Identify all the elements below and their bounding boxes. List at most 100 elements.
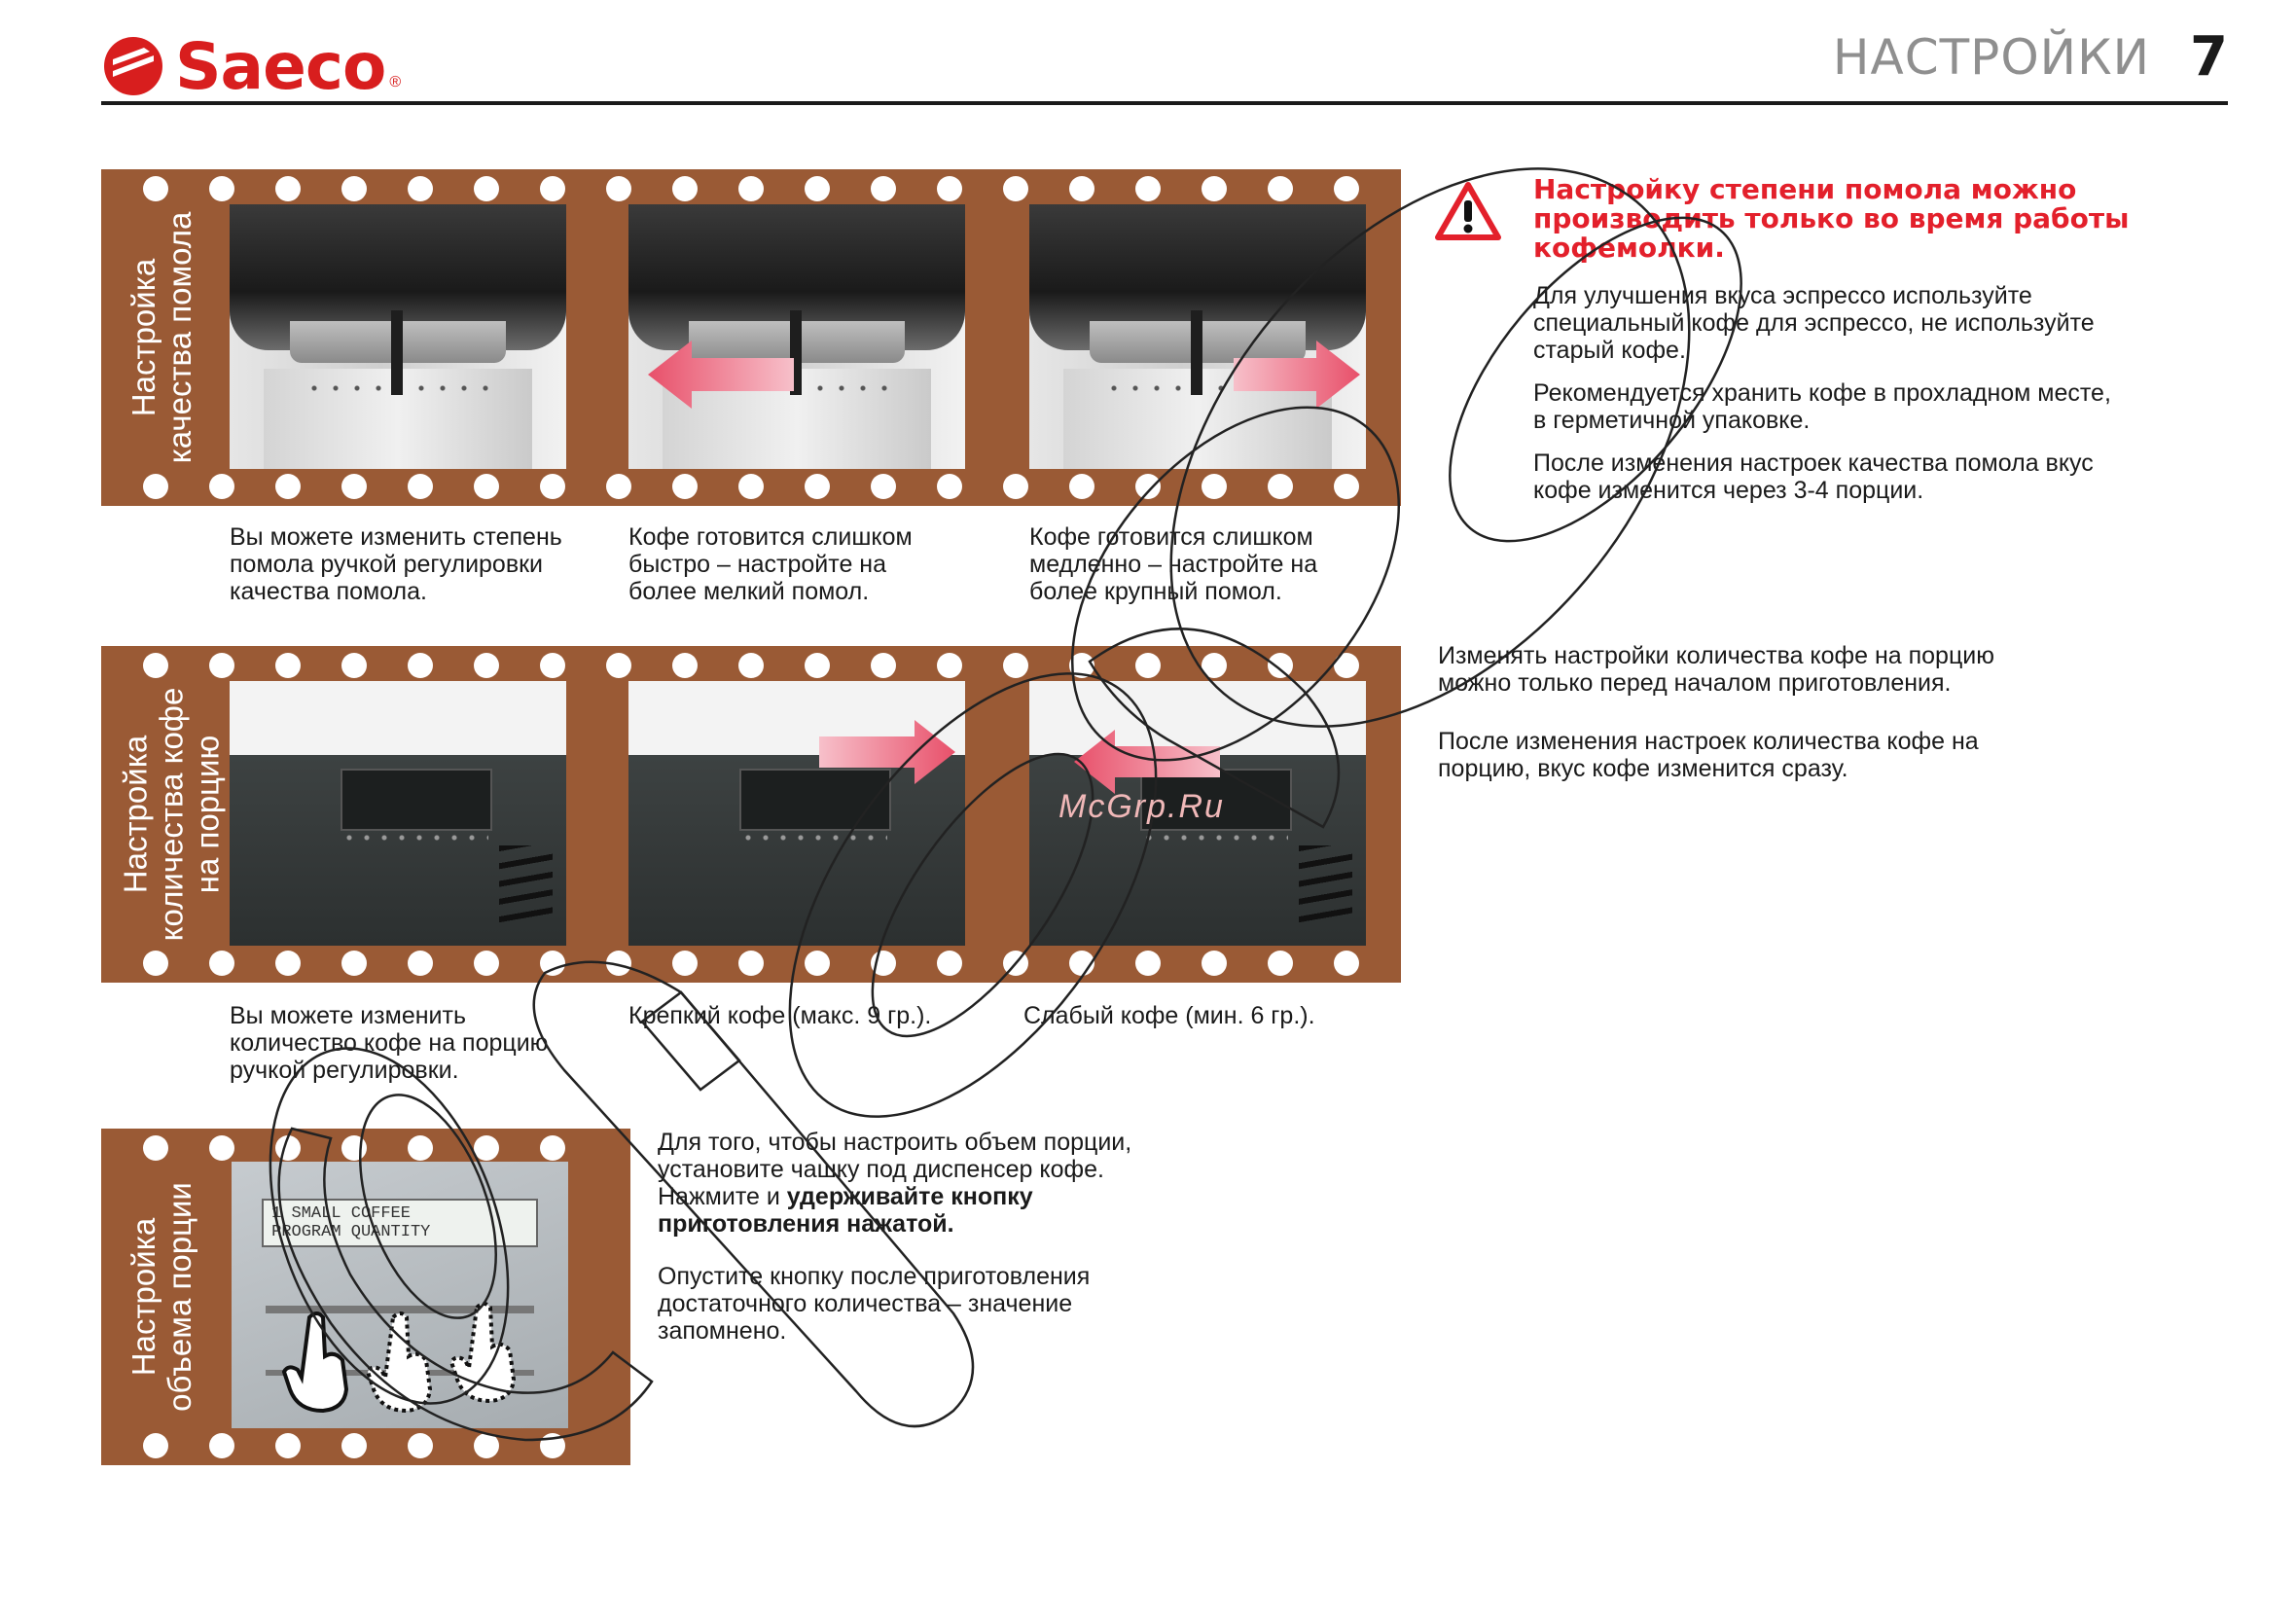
sprocket-hole — [1069, 951, 1094, 976]
arrow-right-icon — [819, 720, 955, 784]
warning-title: Настройку степени помола можно производи… — [1533, 175, 2129, 263]
sprocket-hole — [871, 474, 896, 499]
sprocket-hole — [1268, 951, 1293, 976]
sprocket-hole — [1069, 176, 1094, 201]
page-number: 7 — [2190, 25, 2228, 89]
sprocket-hole — [1069, 474, 1094, 499]
text-line: запомнено. — [658, 1317, 787, 1345]
section-title: НАСТРОЙКИ — [1832, 29, 2150, 86]
text-line: порцию, вкус кофе изменится сразу. — [1438, 755, 1848, 782]
caption-line: быстро – настройте на — [628, 551, 887, 578]
warning-title-line: кофемолки. — [1533, 232, 1725, 264]
brand-name: Saeco — [175, 28, 386, 104]
text-line: кофе изменится через 3-4 порции. — [1533, 477, 1924, 504]
sprocket-hole — [937, 176, 962, 201]
caption-line: Вы можете изменить степень — [230, 523, 562, 551]
strip-label-grind: Настройка качества помола — [126, 212, 197, 464]
sprocket-hole — [209, 474, 234, 499]
sprocket-hole — [606, 653, 631, 678]
caption-line: Крепкий кофе (макс. 9 гр.). — [628, 1002, 932, 1029]
caption-grind-1: Вы можете изменить степень помола ручкой… — [230, 523, 562, 605]
caption-line: помола ручкой регулировки — [230, 551, 544, 578]
sprocket-hole — [540, 176, 565, 201]
text-line: Нажмите и — [658, 1183, 787, 1210]
sprocket-hole — [143, 176, 168, 201]
sprocket-hole — [209, 951, 234, 976]
sprocket-hole — [275, 1135, 301, 1161]
panel-display: 1 SMALL COFFEE PROGRAM QUANTITY — [262, 1199, 538, 1247]
sprocket-hole — [1069, 653, 1094, 678]
sprocket-hole — [1268, 176, 1293, 201]
caption-dose-1: Вы можете изменить количество кофе на по… — [230, 1002, 548, 1084]
sprocket-hole — [341, 653, 367, 678]
sprocket-hole — [143, 653, 168, 678]
text-line: Опустите кнопку после приготовления — [658, 1263, 1091, 1290]
film-strip-grind: Настройка качества помола — [101, 169, 1401, 506]
sprocket-hole — [1135, 474, 1161, 499]
sprocket-hole — [1135, 176, 1161, 201]
sprocket-hole — [341, 951, 367, 976]
sprocket-hole — [209, 1433, 234, 1458]
caption-line: более мелкий помол. — [628, 578, 870, 605]
film-strip-volume: Настройка объема порции 1 SMALL COFFEE P… — [101, 1129, 630, 1465]
sprocket-hole — [871, 176, 896, 201]
watermark-text: McGrp.Ru — [1058, 788, 1225, 825]
sprocket-hole — [1135, 653, 1161, 678]
sprocket-hole — [540, 474, 565, 499]
sprocket-hole — [209, 176, 234, 201]
sprocket-hole — [871, 951, 896, 976]
sprocket-hole — [738, 176, 764, 201]
sprocket-hole — [937, 653, 962, 678]
strip-label-line: Настройка — [126, 1217, 161, 1377]
hand-pointer-icon — [281, 1311, 349, 1414]
photo-control-panel: 1 SMALL COFFEE PROGRAM QUANTITY — [232, 1162, 568, 1428]
caption-line: Вы можете изменить — [230, 1002, 466, 1029]
arrow-left-icon — [648, 341, 794, 409]
text-line: в герметичной упаковке. — [1533, 407, 1811, 434]
sprocket-hole — [672, 474, 698, 499]
strip-label-line: количества кофе — [153, 687, 190, 942]
sprocket-hole — [738, 951, 764, 976]
sprocket-hole — [1334, 474, 1359, 499]
caption-dose-3: Слабый кофе (мин. 6 гр.). — [1023, 1002, 1315, 1029]
sprocket-hole — [143, 1433, 168, 1458]
text-line: Для улучшения вкуса эспрессо используйте — [1533, 282, 2032, 309]
grind-notes: Для улучшения вкуса эспрессо используйте… — [1533, 282, 2214, 520]
sprocket-hole — [672, 176, 698, 201]
strip-label-line: качества помола — [161, 211, 197, 464]
strip-label-line: объема порции — [161, 1182, 197, 1412]
warning-title-line: производить только во время работы — [1533, 202, 2130, 234]
sprocket-hole — [341, 1135, 367, 1161]
caption-line: Слабый кофе (мин. 6 гр.). — [1023, 1002, 1315, 1029]
text-line: Рекомендуется хранить кофе в прохладном … — [1533, 379, 2111, 407]
sprocket-hole — [540, 653, 565, 678]
sprocket-hole — [275, 1433, 301, 1458]
text-line: можно только перед началом приготовления… — [1438, 669, 1952, 697]
strip-label-volume: Настройка объема порции — [126, 1182, 197, 1412]
strip-label-dose: Настройка количества кофе на порцию — [118, 688, 226, 942]
sprocket-hole — [341, 1433, 367, 1458]
saeco-logo: Saeco ® — [101, 27, 401, 105]
sprocket-hole — [275, 176, 301, 201]
sprocket-hole — [606, 474, 631, 499]
photo-grinder-3 — [1029, 204, 1366, 469]
warning-icon — [1435, 182, 1501, 240]
sprocket-hole — [474, 951, 499, 976]
sprocket-hole — [275, 474, 301, 499]
sprocket-hole — [1268, 474, 1293, 499]
sprocket-hole — [540, 1135, 565, 1161]
sprocket-hole — [474, 1135, 499, 1161]
text-line: Изменять настройки количества кофе на по… — [1438, 642, 1994, 669]
sprocket-hole — [606, 176, 631, 201]
arrow-left-icon — [1074, 730, 1220, 794]
text-bold: приготовления нажатой. — [658, 1210, 954, 1238]
sprocket-hole — [275, 951, 301, 976]
caption-grind-3: Кофе готовится слишком медленно – настро… — [1029, 523, 1317, 605]
text-line: установите чашку под диспенсер кофе. — [658, 1156, 1104, 1183]
sprocket-hole — [474, 1433, 499, 1458]
hand-pointer-dotted-icon — [448, 1302, 517, 1404]
sprocket-hole — [805, 653, 830, 678]
strip-label-line: на порцию — [189, 735, 226, 894]
sprocket-hole — [474, 653, 499, 678]
text-line: После изменения настроек качества помола… — [1533, 449, 2094, 477]
